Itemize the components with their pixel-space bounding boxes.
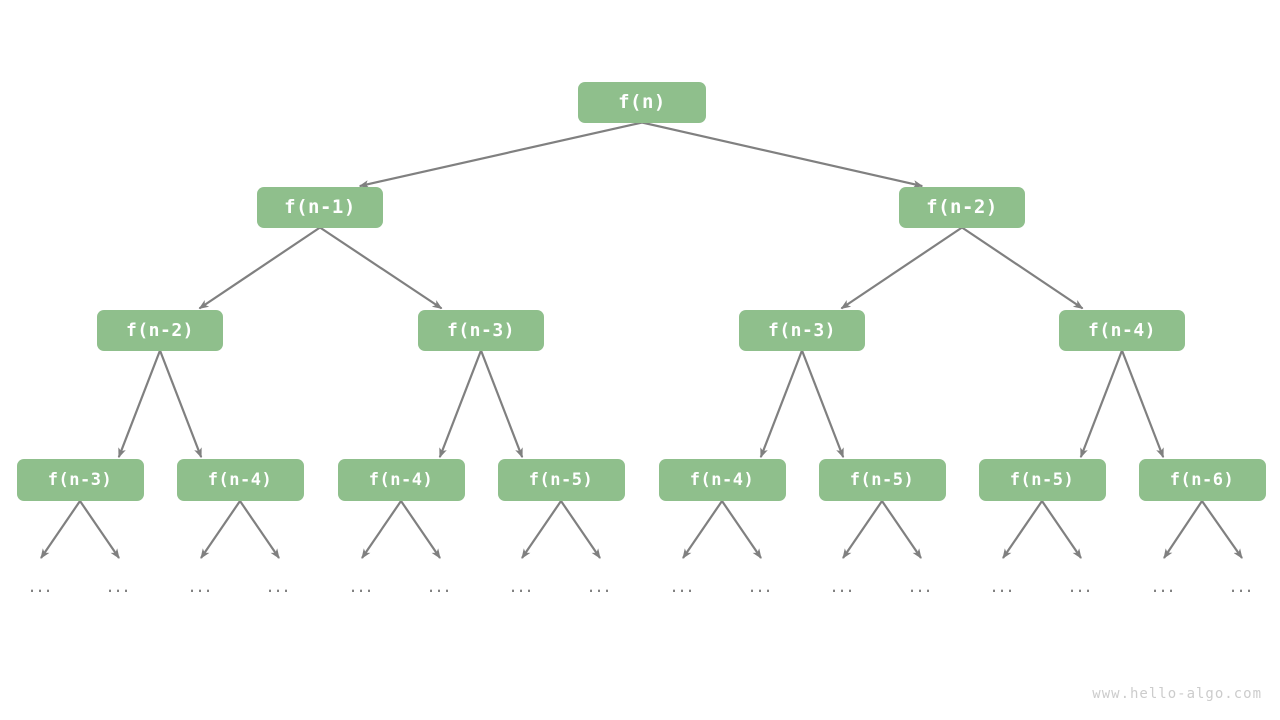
ellipsis-marker: ... — [670, 575, 696, 597]
edge-n4-n10 — [479, 350, 524, 459]
tree-node-n9: f(n-4) — [337, 459, 465, 501]
tree-node-n8: f(n-4) — [176, 459, 304, 501]
leaf-edge-9 — [721, 500, 762, 559]
tree-node-n14: f(n-6) — [1138, 459, 1266, 501]
leaf-edge-1 — [79, 500, 120, 559]
leaf-edge-7 — [560, 500, 601, 559]
tree-node-n2: f(n-2) — [899, 186, 1025, 228]
ellipsis-marker: ... — [990, 575, 1016, 597]
leaf-edge-11 — [881, 500, 922, 559]
tree-node-n13: f(n-5) — [978, 459, 1106, 501]
edge-n2-n5 — [840, 226, 963, 310]
edge-n1-n3 — [198, 226, 321, 310]
leaf-edge-10 — [842, 500, 883, 559]
edge-n3-n7 — [117, 350, 162, 459]
ellipsis-marker: ... — [587, 575, 613, 597]
tree-node-n12: f(n-5) — [818, 459, 946, 501]
watermark: www.hello-algo.com — [1092, 686, 1262, 702]
edge-n6-n13 — [1079, 350, 1124, 459]
ellipsis-marker: ... — [1068, 575, 1094, 597]
tree-edges — [117, 121, 1165, 459]
leaf-edge-0 — [40, 500, 81, 559]
edge-n0-n2 — [641, 121, 924, 188]
leaf-edge-3 — [239, 500, 280, 559]
ellipsis-marker: ... — [188, 575, 214, 597]
ellipsis-marker: ... — [28, 575, 54, 597]
tree-node-n4: f(n-3) — [418, 309, 544, 351]
leaf-edge-6 — [521, 500, 562, 559]
tree-node-n1: f(n-1) — [257, 186, 383, 228]
leaf-edge-12 — [1002, 500, 1043, 559]
leaf-edge-5 — [400, 500, 441, 559]
tree-node-n5: f(n-3) — [739, 309, 865, 351]
ellipsis-marker: ... — [106, 575, 132, 597]
leaf-edge-15 — [1201, 500, 1243, 559]
tree-node-n7: f(n-3) — [16, 459, 144, 501]
leaf-edge-8 — [682, 500, 723, 559]
edge-n4-n9 — [438, 350, 483, 459]
edge-n1-n4 — [319, 226, 443, 310]
tree-node-n11: f(n-4) — [658, 459, 786, 501]
edge-n0-n1 — [358, 121, 643, 188]
ellipsis-marker: ... — [748, 575, 774, 597]
edge-n5-n11 — [759, 350, 804, 459]
edge-n6-n14 — [1120, 350, 1165, 459]
ellipsis-marker: ... — [266, 575, 292, 597]
edge-n5-n12 — [800, 350, 845, 459]
tree-node-n6: f(n-4) — [1059, 309, 1185, 351]
ellipsis-marker: ... — [427, 575, 453, 597]
ellipsis-marker: ... — [1229, 575, 1255, 597]
leaf-edge-13 — [1041, 500, 1082, 559]
edge-n3-n8 — [158, 350, 203, 459]
tree-node-n10: f(n-5) — [497, 459, 625, 501]
leaf-edge-2 — [200, 500, 241, 559]
tree-node-n0: f(n) — [578, 81, 706, 123]
ellipsis-marker: ... — [830, 575, 856, 597]
ellipsis-marker: ... — [349, 575, 375, 597]
edge-n2-n6 — [961, 226, 1084, 310]
leaf-edge-4 — [361, 500, 402, 559]
leaf-edges — [40, 500, 1243, 559]
tree-node-n3: f(n-2) — [97, 309, 223, 351]
ellipsis-marker: ... — [1151, 575, 1177, 597]
ellipsis-marker: ... — [509, 575, 535, 597]
ellipsis-marker: ... — [908, 575, 934, 597]
leaf-edge-14 — [1163, 500, 1203, 559]
